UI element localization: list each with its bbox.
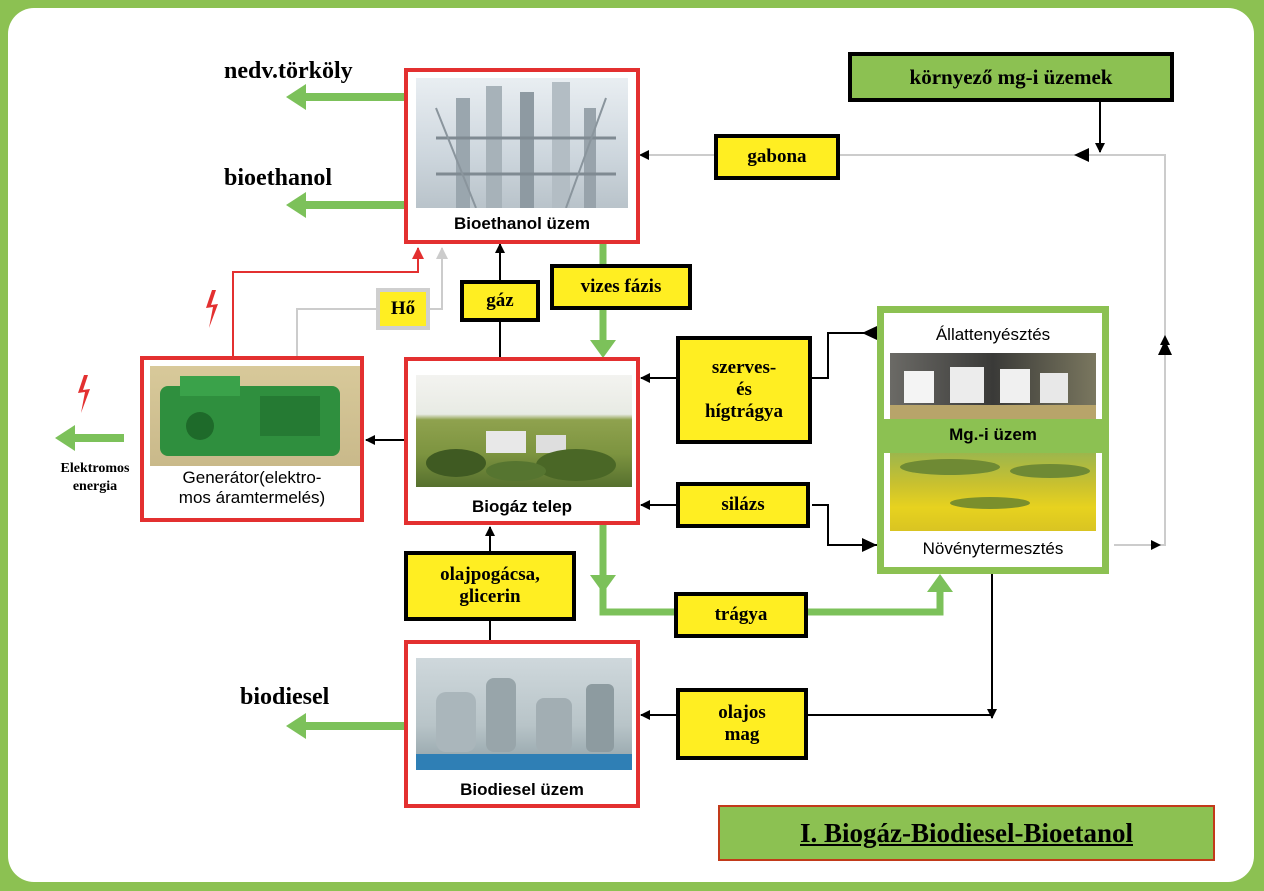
manure-slurry-label: szerves- és hígtrágya bbox=[676, 336, 812, 444]
generator-photo bbox=[150, 366, 360, 466]
fields-photo bbox=[890, 453, 1096, 531]
generator-plant: Generátor(elektro- mos áramtermelés) bbox=[140, 356, 364, 522]
output-bioethanol-label: bioethanol bbox=[224, 165, 333, 191]
bioethanol-plant-caption: Bioethanol üzem bbox=[453, 214, 590, 233]
biodiesel-plant: Biodiesel üzem bbox=[404, 640, 640, 808]
output-electricity-label: Elektromos energia bbox=[60, 461, 130, 494]
manure-label: trágya bbox=[674, 592, 808, 638]
external-farms-box: környező mg-i üzemek bbox=[848, 52, 1174, 102]
gas-label: gáz bbox=[460, 280, 540, 322]
biogas-plant: Biogáz telep bbox=[404, 357, 640, 525]
farm-unit: Állattenyésztés Mg.-i üzem Növénytermesz… bbox=[877, 306, 1109, 574]
silage-label: silázs bbox=[676, 482, 810, 528]
biodiesel-plant-caption: Biodiesel üzem bbox=[460, 780, 584, 799]
biogas-plant-caption: Biogáz telep bbox=[471, 497, 573, 516]
lightning-icon bbox=[78, 375, 90, 413]
grain-label: gabona bbox=[714, 134, 840, 180]
lightning-icon bbox=[206, 290, 218, 328]
animal-husbandry-label: Állattenyésztés bbox=[935, 325, 1051, 344]
crop-production-label: Növénytermesztés bbox=[922, 539, 1064, 558]
oilseed-label: olajos mag bbox=[676, 688, 808, 760]
distillery-photo bbox=[416, 78, 628, 208]
aqueous-phase-label: vizes fázis bbox=[550, 264, 692, 310]
output-torkoly-label: nedv.törköly bbox=[224, 58, 353, 84]
biogas-photo bbox=[416, 375, 632, 487]
cows-photo bbox=[890, 353, 1096, 419]
farm-unit-label: Mg.-i üzem bbox=[949, 425, 1037, 444]
bioethanol-plant: Bioethanol üzem bbox=[404, 68, 640, 244]
diagram-title: I. Biogáz-Biodiesel-Bioetanol bbox=[718, 805, 1215, 861]
biodiesel-photo bbox=[416, 658, 632, 770]
oilcake-glycerin-label: olajpogácsa, glicerin bbox=[404, 551, 576, 621]
output-biodiesel-label: biodiesel bbox=[240, 684, 330, 710]
farm-unit-band bbox=[884, 419, 1102, 453]
heat-label: Hő bbox=[376, 288, 430, 330]
generator-caption: Generátor(elektro- mos áramtermelés) bbox=[178, 468, 326, 508]
